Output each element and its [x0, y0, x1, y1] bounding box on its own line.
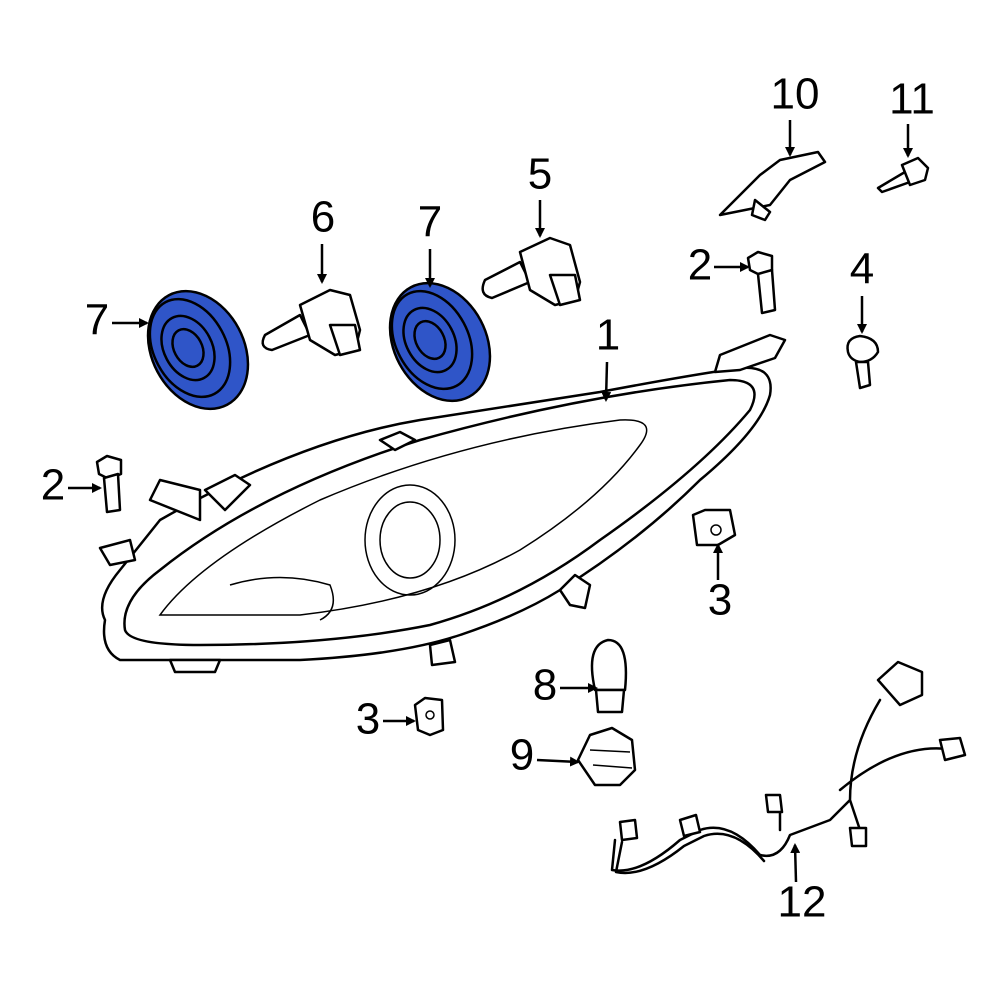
high-beam-bulb[interactable] [481, 236, 582, 307]
bolt-lower[interactable] [95, 454, 123, 514]
bulb[interactable] [590, 638, 628, 714]
bulb-cover-right[interactable] [370, 266, 509, 419]
svg-text:6: 6 [311, 193, 335, 242]
callout-1: 1 [596, 311, 620, 402]
svg-text:7: 7 [85, 296, 109, 345]
svg-text:10: 10 [771, 70, 820, 119]
callout-6: 6 [311, 193, 335, 284]
svg-text:11: 11 [889, 75, 935, 124]
callout-5: 5 [528, 150, 552, 238]
bulb-cover-left[interactable] [128, 274, 267, 427]
bolt-upper[interactable] [746, 250, 777, 315]
callout-2-upper: 2 [688, 241, 750, 290]
low-beam-bulb[interactable] [261, 288, 362, 357]
svg-text:9: 9 [510, 731, 534, 780]
svg-text:3: 3 [356, 695, 380, 744]
svg-text:5: 5 [528, 150, 552, 199]
svg-text:1: 1 [596, 311, 620, 360]
callout-3-lower: 3 [356, 695, 416, 744]
clip[interactable] [846, 334, 880, 390]
svg-text:7: 7 [418, 198, 442, 247]
callout-9: 9 [510, 731, 580, 780]
callout-7-right: 7 [418, 198, 442, 288]
callout-4: 4 [850, 245, 874, 334]
svg-text:2: 2 [41, 461, 65, 510]
socket[interactable] [576, 726, 637, 787]
nut-right[interactable] [691, 508, 737, 547]
screw[interactable] [876, 156, 930, 194]
nut-lower[interactable] [413, 696, 445, 737]
callout-7-left: 7 [85, 296, 149, 345]
wiring-harness[interactable] [610, 660, 967, 875]
callout-2-lower: 2 [41, 461, 102, 510]
callout-3-right: 3 [708, 543, 732, 625]
callout-11: 11 [889, 75, 935, 158]
svg-text:12: 12 [778, 878, 827, 927]
callout-8: 8 [533, 661, 598, 710]
callout-10: 10 [771, 70, 820, 157]
svg-text:4: 4 [850, 245, 874, 294]
svg-text:2: 2 [688, 241, 712, 290]
callout-12: 12 [778, 843, 827, 927]
svg-text:8: 8 [533, 661, 557, 710]
svg-text:3: 3 [708, 576, 732, 625]
bracket[interactable] [718, 150, 827, 222]
headlamp-assembly[interactable] [98, 333, 787, 674]
